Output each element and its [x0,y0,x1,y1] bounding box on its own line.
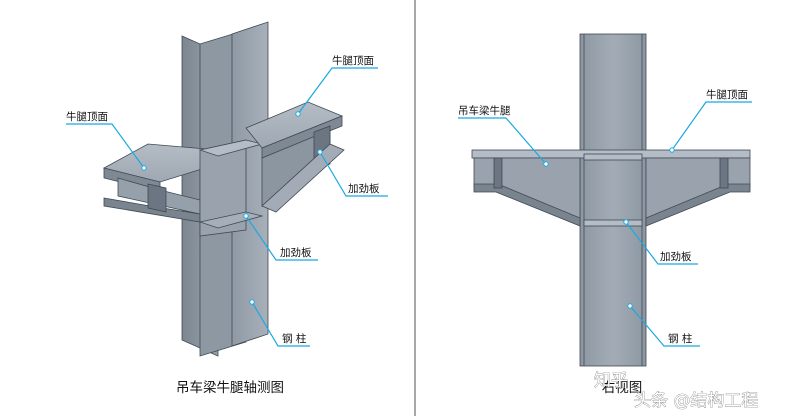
label-crane-beam-bracket: 吊车梁牛腿 [458,104,511,117]
leader-end-stiffener-center [243,213,249,219]
left-leaders [66,67,388,347]
leader-end-stiffener-right [317,149,323,155]
watermark-platform: 知乎 [594,371,628,391]
column-elevation [579,33,647,367]
stiffener-column-bottom [583,219,643,227]
stiffener-left-end [147,183,167,213]
leader-stiffener-center [245,215,318,261]
leader-end-crane-beam-bracket [543,161,549,167]
label-bracket-top-left: 牛腿顶面 [66,110,108,123]
stiffener-column-top [583,153,643,161]
leader-end-stiffener-elev [623,219,629,225]
label-stiffener-right: 加劲板 [348,182,380,195]
right-leaders [458,101,752,347]
leader-bracket-top-right-elev [671,101,752,151]
leader-steel-column-right [629,305,700,347]
label-steel-column-left: 钢 柱 [282,332,307,345]
leader-crane-beam-bracket [458,117,547,165]
label-stiffener-elev: 加劲板 [660,250,692,263]
column-flange-right [231,21,269,347]
label-stiffener-center: 加劲板 [280,246,312,259]
leader-end-bracket-top-left [141,165,147,171]
leader-steel-column-left [251,301,310,347]
leader-stiffener-right [319,151,388,197]
left-axonometric-drawing [102,21,345,357]
label-bracket-top-right: 牛腿顶面 [332,54,374,67]
leader-bracket-top-right [297,67,378,115]
leader-end-steel-column-left [249,299,255,305]
leader-bracket-top-left [66,123,145,169]
bracket-bottom-right-elev [645,183,751,227]
right-elevation-drawing [471,33,751,367]
stiffener-end-right-elev [719,157,729,189]
leader-end-steel-column-right [627,303,633,309]
leader-end-bracket-top-right-elev [669,147,675,153]
watermark-author: 头条 @结构工程 [634,391,758,411]
leader-end-bracket-top-right [295,111,301,117]
stiffener-end-left-elev [493,157,503,189]
caption-left: 吊车梁牛腿轴测图 [176,379,284,396]
bracket-bottom-plate-right [261,143,345,213]
leader-stiffener-elev [625,221,698,265]
label-steel-column-right: 钢 柱 [668,332,693,345]
caption-right: 右视图 [602,380,643,396]
label-bracket-top-right-elev: 牛腿顶面 [706,88,748,101]
bracket-top-edge-right [261,115,343,159]
